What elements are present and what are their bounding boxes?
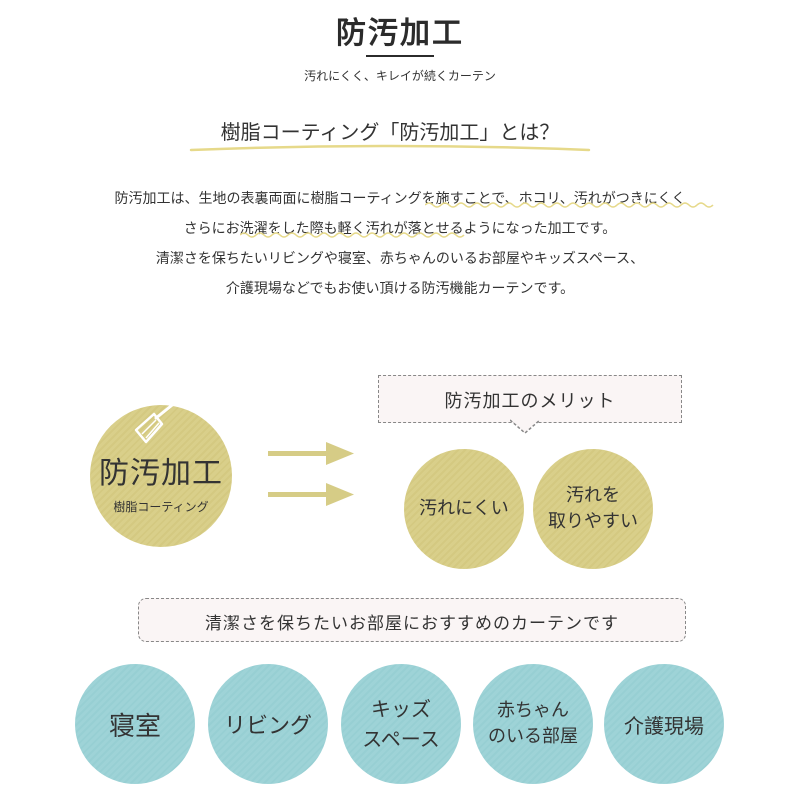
room-kids-line-1: キッズ — [371, 697, 431, 721]
description-line-3: 清潔さを保ちたいリビングや寝室、赤ちゃんのいるお部屋やキッズスペース、 — [155, 251, 645, 267]
title-underline — [366, 55, 434, 57]
broom-icon — [134, 392, 188, 444]
room-circle-baby-room: 赤ちゃん のいる部屋 — [473, 664, 593, 784]
description-line-4: 介護現場などでもお使い頂ける防汚機能カーテンです。 — [225, 281, 575, 297]
room-circle-bedroom: 寝室 — [75, 664, 195, 784]
page-subtitle: 汚れにくく、キレイが続くカーテン — [304, 69, 496, 83]
recommend-label-box: 清潔さを保ちたいお部屋におすすめのカーテンです — [138, 598, 686, 642]
merit-circle-2-line-2: 取りやすい — [548, 511, 638, 532]
merit-label-box: 防汚加工のメリット — [378, 375, 682, 423]
room-circle-living: リビング — [208, 664, 328, 784]
antifouling-circle-title: 防汚加工 — [99, 455, 223, 491]
antifouling-circle: 防汚加工 樹脂コーティング — [90, 405, 232, 547]
speech-tail-icon — [510, 419, 540, 434]
merit-label: 防汚加工のメリット — [444, 391, 616, 412]
room-nursing-label: 介護現場 — [624, 713, 704, 738]
room-bedroom-label: 寝室 — [108, 711, 161, 742]
room-baby-line-1: 赤ちゃん — [497, 700, 569, 721]
merit-circle-1-line-1: 汚れにくい — [419, 498, 509, 519]
merit-circle-1: 汚れにくい — [404, 449, 524, 569]
merit-circle-2-line-1: 汚れを — [566, 485, 620, 506]
room-baby-line-2: のいる部屋 — [488, 726, 578, 747]
recommend-label: 清潔さを保ちたいお部屋におすすめのカーテンです — [205, 614, 619, 634]
question-text: 樹脂コーティング「防汚加工」とは？ — [220, 120, 560, 144]
question-heading: 樹脂コーティング「防汚加工」とは？ — [185, 110, 595, 152]
room-circle-kids-space: キッズ スペース — [341, 664, 461, 784]
antifouling-circle-sub: 樹脂コーティング — [113, 499, 209, 514]
room-kids-line-2: スペース — [362, 727, 440, 751]
arrow-icon — [268, 442, 354, 506]
room-circle-nursing-care: 介護現場 — [604, 664, 724, 784]
merit-circle-2: 汚れを 取りやすい — [533, 449, 653, 569]
highlight-wave-1 — [425, 202, 714, 208]
room-living-label: リビング — [223, 714, 312, 739]
page-title: 防汚加工 — [336, 16, 464, 51]
question-underline — [189, 144, 591, 152]
highlight-wave-2 — [240, 232, 465, 238]
